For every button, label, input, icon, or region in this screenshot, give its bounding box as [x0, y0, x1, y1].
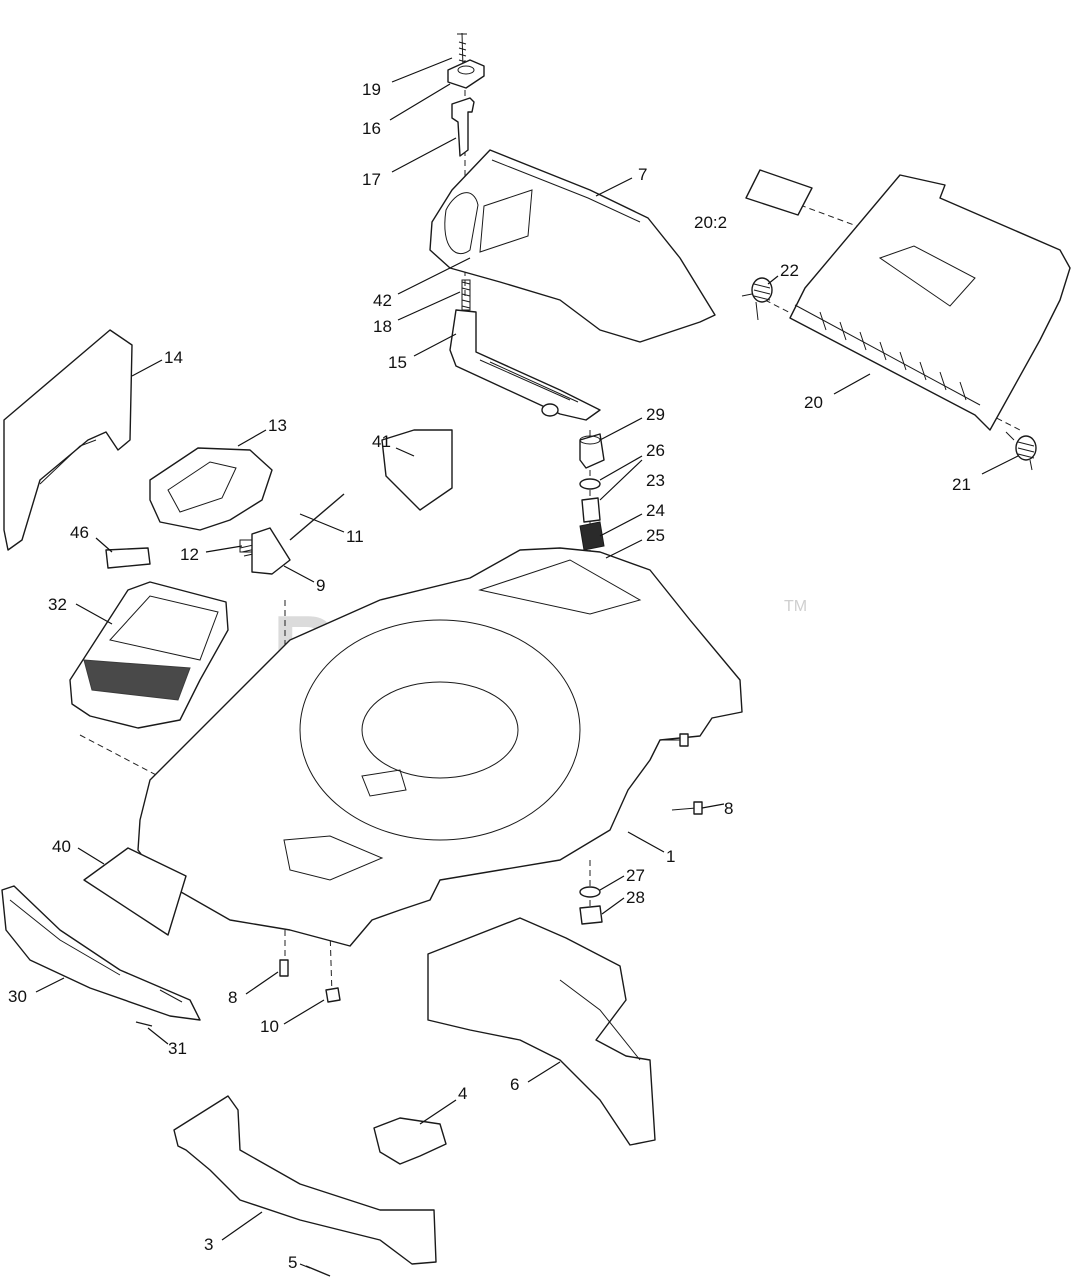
callout-6: 6 — [510, 1075, 519, 1094]
part-24-gear[interactable] — [579, 521, 605, 551]
part-19-screw[interactable] — [457, 32, 467, 69]
part-21-spring[interactable] — [1005, 431, 1037, 471]
callout-42: 42 — [373, 291, 392, 310]
part-17-lever[interactable] — [451, 97, 475, 157]
callout-25: 25 — [646, 526, 665, 545]
part-1-deck[interactable] — [137, 547, 743, 947]
part-15-height-adjuster[interactable] — [449, 309, 601, 421]
callout-15: 15 — [388, 353, 407, 372]
watermark-tm: TM — [784, 598, 807, 615]
part-16-knob[interactable] — [447, 59, 485, 89]
callout-8-deck: 8 — [724, 799, 733, 818]
callout-27: 27 — [626, 866, 645, 885]
part-27-washer[interactable] — [579, 886, 601, 898]
callout-14: 14 — [164, 348, 183, 367]
part-46-decal[interactable] — [105, 547, 151, 569]
callout-4: 4 — [458, 1084, 467, 1103]
callout-19: 19 — [362, 80, 381, 99]
callout-3: 3 — [204, 1235, 213, 1254]
part-18-spring[interactable] — [461, 279, 471, 311]
callout-22: 22 — [780, 261, 799, 280]
callout-30: 30 — [8, 987, 27, 1006]
part-30-front-guard[interactable] — [1, 885, 201, 1021]
part-10-nut[interactable] — [325, 987, 341, 1003]
callout-24: 24 — [646, 501, 665, 520]
part-3-bar[interactable] — [173, 1095, 437, 1265]
part-9-bracket[interactable] — [251, 527, 291, 575]
part-8-bolt-deck[interactable] — [660, 733, 703, 815]
part-8-bolt-bottom[interactable] — [279, 959, 289, 977]
callout-11: 11 — [346, 527, 364, 546]
part-41-decal[interactable] — [381, 429, 453, 511]
callout-46: 46 — [70, 523, 89, 542]
callout-23: 23 — [646, 471, 665, 490]
callout-20-2: 20:2 — [694, 213, 727, 232]
callout-7: 7 — [638, 165, 647, 184]
callout-9: 9 — [316, 576, 325, 595]
part-32-top-cover[interactable] — [69, 581, 229, 729]
part-4-plug[interactable] — [373, 1117, 447, 1165]
callout-12: 12 — [180, 545, 199, 564]
part-26-washer[interactable] — [579, 478, 601, 490]
part-6-chute[interactable] — [427, 917, 656, 1146]
part-13-bracket[interactable] — [149, 447, 273, 531]
part-40-decal[interactable] — [83, 847, 187, 936]
callout-18: 18 — [373, 317, 392, 336]
callout-40: 40 — [52, 837, 71, 856]
callout-32: 32 — [48, 595, 67, 614]
part-20-2-decal[interactable] — [745, 169, 813, 216]
callout-29: 29 — [646, 405, 665, 424]
callout-41: 41 — [372, 432, 391, 451]
part-7-rear-cover[interactable] — [429, 149, 716, 343]
callout-17: 17 — [362, 170, 381, 189]
callout-20: 20 — [804, 393, 823, 412]
part-20-rear-flap[interactable] — [789, 174, 1071, 431]
callout-8-bottom: 8 — [228, 988, 237, 1007]
callout-5: 5 — [288, 1253, 297, 1272]
part-28-nut[interactable] — [579, 905, 603, 925]
part-31-screw[interactable] — [135, 1021, 153, 1027]
part-23-bushing[interactable] — [581, 497, 601, 523]
callout-31: 31 — [168, 1039, 187, 1058]
callout-16: 16 — [362, 119, 381, 138]
callout-1: 1 — [666, 847, 675, 866]
callout-10: 10 — [260, 1017, 279, 1036]
callout-13: 13 — [268, 416, 287, 435]
part-22-spring[interactable] — [741, 277, 773, 321]
part-29-cap[interactable] — [579, 433, 605, 469]
part-11-rod[interactable] — [289, 493, 345, 541]
callout-26: 26 — [646, 441, 665, 460]
part-14-side-cover[interactable] — [3, 329, 133, 551]
leaders — [35, 57, 1019, 1269]
callout-21: 21 — [952, 475, 971, 494]
callout-28: 28 — [626, 888, 645, 907]
